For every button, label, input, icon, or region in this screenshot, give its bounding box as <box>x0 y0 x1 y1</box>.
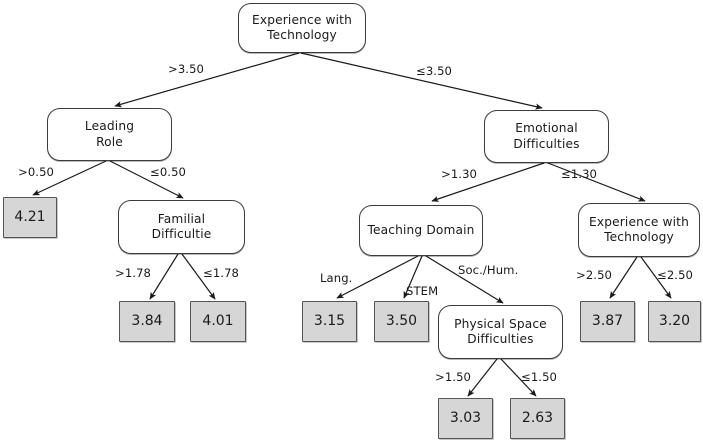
decision-node-familial: Familial Difficultie <box>118 200 245 254</box>
node-label: 3.87 <box>591 312 624 329</box>
edge-physical-to-leaf_303 <box>467 358 498 397</box>
leaf-node-leaf_315: 3.15 <box>302 301 357 342</box>
edge-label-leading_role-to-leaf_421: >0.50 <box>18 165 55 179</box>
edge-root-to-leading_role <box>114 52 300 108</box>
edge-label-emotional-to-exp_tech_2: ≤1.30 <box>561 167 598 181</box>
decision-node-emotional: Emotional Difficulties <box>484 110 609 163</box>
edge-label-teaching-to-physical: Soc./Hum. <box>458 263 519 277</box>
node-label: Experience with Technology <box>252 12 352 42</box>
decision-node-physical: Physical Space Difficulties <box>438 305 563 359</box>
leaf-node-leaf_303: 3.03 <box>438 398 493 439</box>
node-label: Teaching Domain <box>367 222 475 237</box>
edge-label-leading_role-to-familial: ≤0.50 <box>150 165 187 179</box>
edge-exp_tech_2-to-leaf_387 <box>609 256 638 299</box>
leaf-node-leaf_401: 4.01 <box>190 301 246 342</box>
edge-label-physical-to-leaf_263: ≤1.50 <box>521 370 558 384</box>
edge-label-familial-to-leaf_401: ≤1.78 <box>203 266 240 280</box>
node-label: 2.63 <box>521 409 554 426</box>
node-label: 3.50 <box>385 312 418 329</box>
edge-label-teaching-to-leaf_350: STEM <box>406 284 439 298</box>
decision-node-root: Experience with Technology <box>238 3 366 53</box>
leaf-node-leaf_263: 2.63 <box>510 398 565 439</box>
leaf-node-leaf_384: 3.84 <box>119 301 175 342</box>
leaf-node-leaf_421: 4.21 <box>3 197 57 238</box>
edge-label-root-to-emotional: ≤3.50 <box>416 64 453 78</box>
decision-node-exp_tech_2: Experience with Technology <box>578 203 700 257</box>
node-label: 4.21 <box>14 208 46 225</box>
edge-label-root-to-leading_role: >3.50 <box>168 62 205 76</box>
edge-root-to-emotional <box>300 52 543 110</box>
leaf-node-leaf_387: 3.87 <box>580 301 635 342</box>
node-label: 3.20 <box>658 312 691 329</box>
edge-label-teaching-to-leaf_315: Lang. <box>320 271 353 285</box>
node-label: 3.03 <box>449 409 482 426</box>
leaf-node-leaf_350: 3.50 <box>374 301 429 342</box>
edge-label-familial-to-leaf_384: >1.78 <box>115 266 152 280</box>
node-label: 3.84 <box>131 312 163 329</box>
edge-label-exp_tech_2-to-leaf_320: ≤2.50 <box>657 268 694 282</box>
edge-label-physical-to-leaf_303: >1.50 <box>435 370 472 384</box>
node-label: Leading Role <box>84 119 135 149</box>
node-label: Emotional Difficulties <box>513 121 580 151</box>
node-label: Physical Space Difficulties <box>454 316 547 346</box>
edge-label-emotional-to-teaching: >1.30 <box>441 167 478 181</box>
node-label: Experience with Technology <box>589 214 689 244</box>
node-label: 3.15 <box>313 312 346 329</box>
edge-familial-to-leaf_384 <box>149 253 179 300</box>
decision-node-leading_role: Leading Role <box>47 108 172 161</box>
node-label: Familial Difficultie <box>151 211 212 241</box>
leaf-node-leaf_320: 3.20 <box>648 301 701 342</box>
node-label: 4.01 <box>202 312 234 329</box>
edge-label-exp_tech_2-to-leaf_387: >2.50 <box>576 268 613 282</box>
decision-node-teaching: Teaching Domain <box>359 205 483 256</box>
